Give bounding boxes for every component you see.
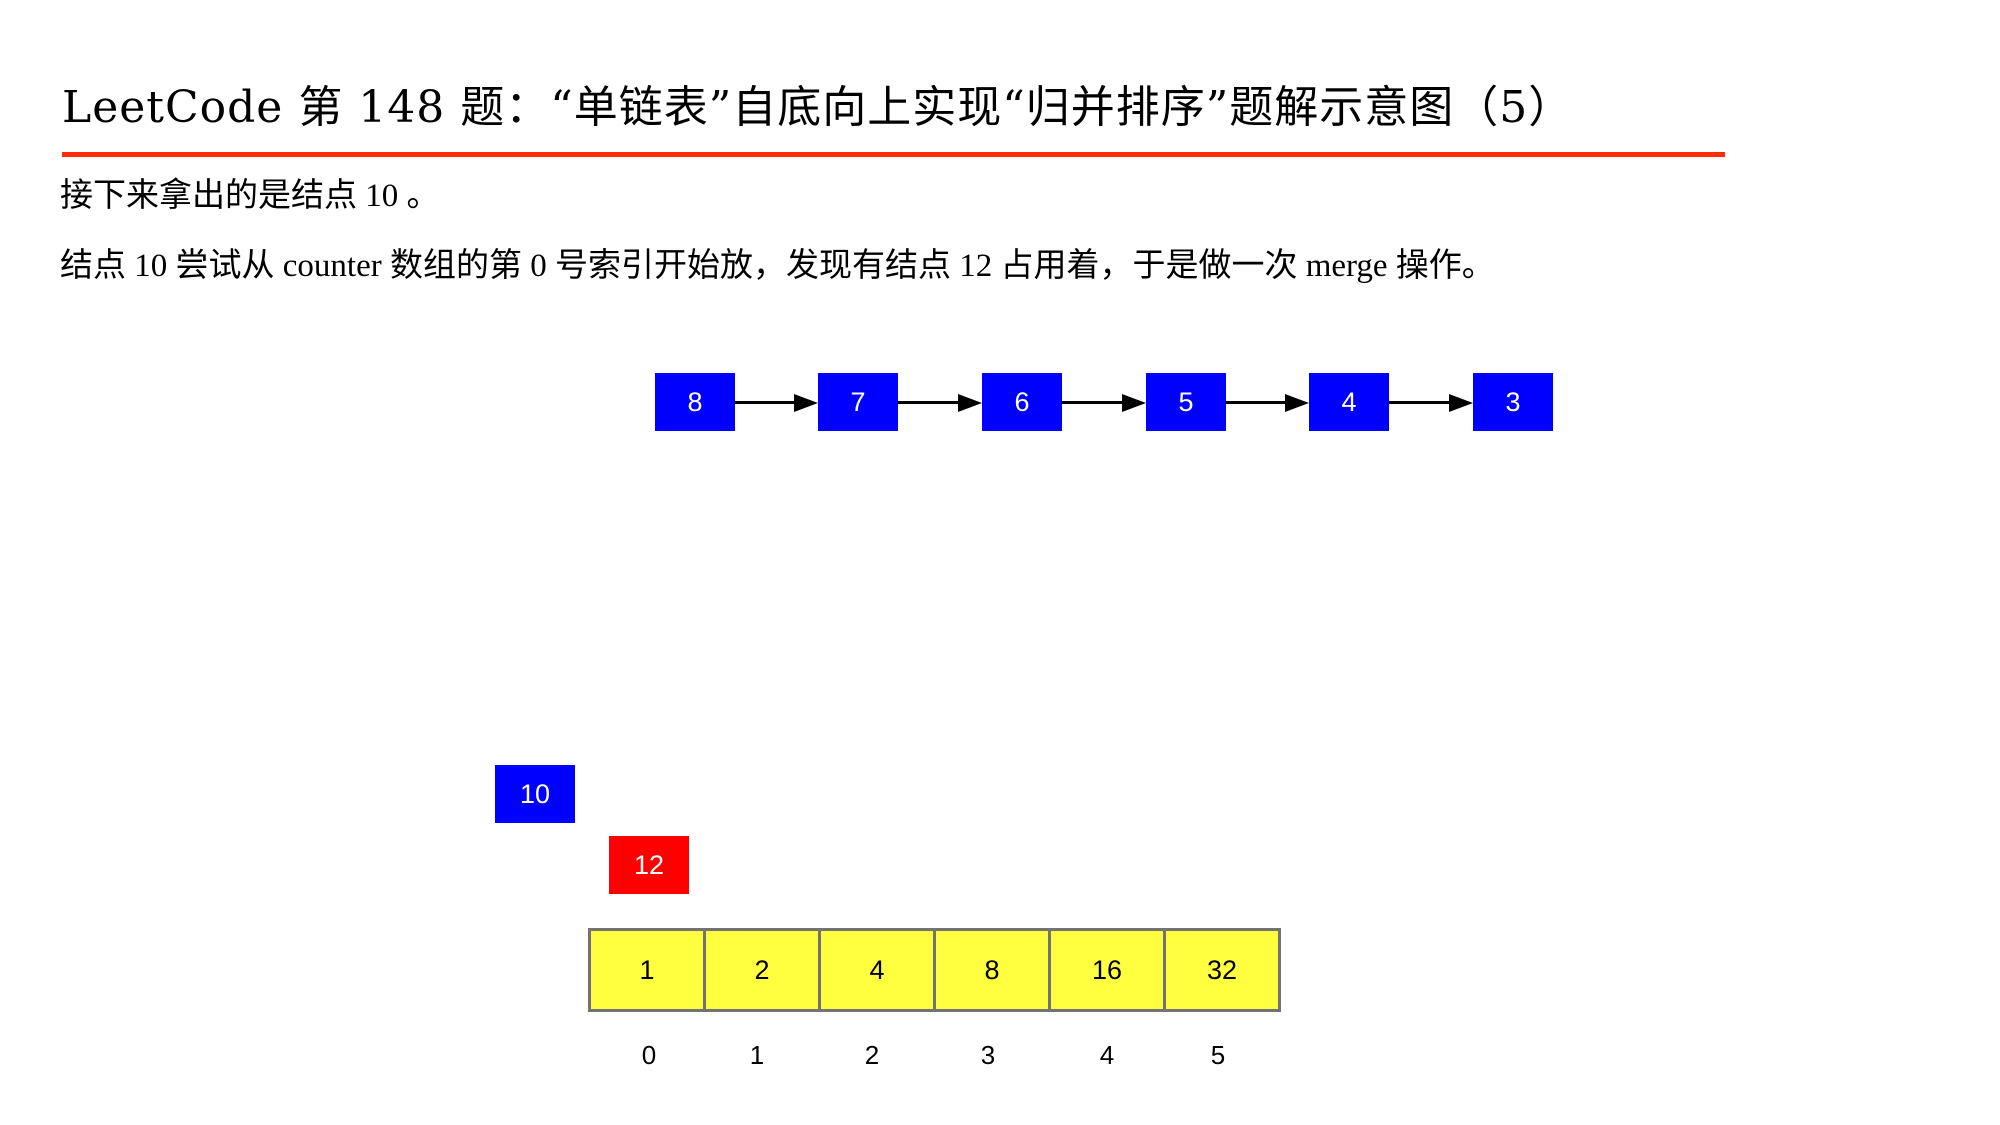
counter-cell: 4 — [821, 931, 936, 1009]
occupying-node: 12 — [609, 836, 689, 894]
counter-array: 1 2 4 8 16 32 — [588, 928, 1281, 1012]
counter-cell: 16 — [1051, 931, 1166, 1009]
counter-index: 3 — [980, 1040, 996, 1070]
title-underline — [62, 152, 1725, 157]
counter-cell: 32 — [1206, 954, 1238, 985]
counter-cell: 2 — [706, 931, 821, 1009]
counter-cell: 1 — [591, 931, 706, 1009]
list-node: 3 — [1473, 373, 1553, 431]
right-arrow-icon — [1226, 394, 1309, 412]
right-arrow-icon — [898, 394, 982, 412]
current-node: 10 — [495, 765, 575, 823]
right-arrow-icon — [1389, 394, 1473, 412]
list-node: 7 — [818, 373, 898, 431]
right-arrow-icon — [735, 394, 818, 412]
page-title: LeetCode 第 148 题：“单链表”自底向上实现“归并排序”题解示意图（… — [62, 82, 1574, 133]
list-node: 6 — [982, 373, 1062, 431]
list-node: 8 — [655, 373, 735, 431]
list-node: 4 — [1309, 373, 1389, 431]
description-line-1: 接下来拿出的是结点 10 。 — [60, 178, 440, 214]
counter-index: 2 — [864, 1040, 880, 1070]
counter-index: 0 — [641, 1040, 657, 1070]
counter-cell: 8 — [936, 931, 1051, 1009]
right-arrow-icon — [1062, 394, 1146, 412]
counter-index: 1 — [749, 1040, 765, 1070]
counter-index: 5 — [1210, 1040, 1226, 1070]
counter-index: 4 — [1099, 1040, 1115, 1070]
list-node: 5 — [1146, 373, 1226, 431]
description-line-2: 结点 10 尝试从 counter 数组的第 0 号索引开始放，发现有结点 12… — [60, 248, 1495, 284]
